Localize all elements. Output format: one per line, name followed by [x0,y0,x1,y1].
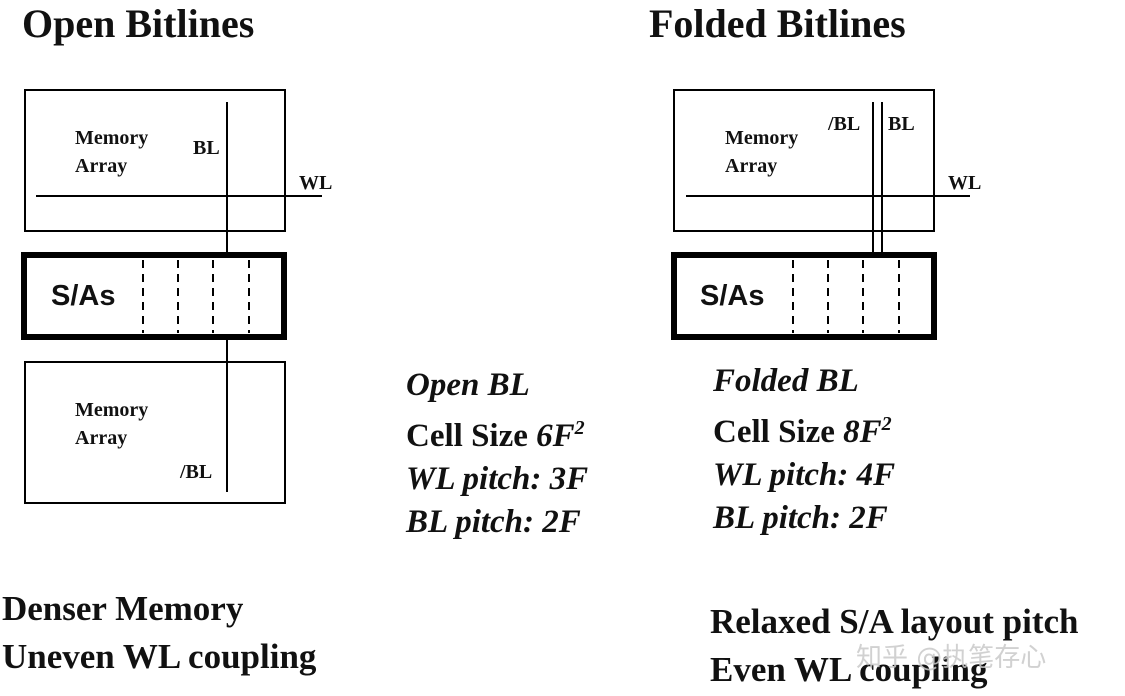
folded-title: Folded Bitlines [649,1,906,46]
folded-sa-box [671,252,937,340]
open-title: Open Bitlines [22,1,255,46]
open-note-2: Uneven WL coupling [2,637,317,676]
open-notes: Denser Memory Uneven WL coupling [2,585,316,681]
open-bl-pitch: BL pitch: 2F [406,504,581,540]
open-lower-array-label: Memory Array [75,399,149,449]
open-upper-array-box [24,89,286,232]
open-wl-label: WL [299,172,333,194]
folded-cell-size: Cell Size 8F2 [713,403,895,454]
open-note-1: Denser Memory [2,589,244,628]
open-cell-size-exp: 2 [574,417,585,439]
open-type: Open BL [406,367,530,403]
open-upper-array-label: Memory Array [75,127,149,177]
folded-wl-label: WL [948,172,982,194]
folded-array-label: Memory Array [725,127,799,177]
open-nbl-label: /BL [180,461,213,483]
folded-bl-pitch: BL pitch: 2F [713,500,888,536]
folded-wl-pitch: WL pitch: 4F [713,457,896,493]
open-cell-size-prefix: Cell Size [406,418,537,454]
folded-cell-size-value: 8F [843,414,882,450]
folded-note-1: Relaxed S/A layout pitch [710,602,1079,641]
folded-cell-size-prefix: Cell Size [713,414,844,450]
folded-type: Folded BL [713,363,859,399]
open-wl-pitch: WL pitch: 3F [406,461,589,497]
open-cell-size-value: 6F [536,418,575,454]
open-sa-box [21,252,287,340]
folded-array-box [673,89,935,232]
watermark: 知乎 @执笔存心 [856,643,1047,673]
folded-cell-size-exp: 2 [881,413,892,435]
folded-sa-label: S/As [700,280,765,312]
open-cell-size: Cell Size 6F2 [406,407,588,458]
open-lower-array-box [24,361,286,504]
folded-notes: Relaxed S/A layout pitch Even WL couplin… [710,598,1079,694]
folded-note-2: Even WL coupling [710,650,988,689]
open-specs: Open BL Cell Size 6F2 WL pitch: 3F BL pi… [406,364,588,544]
folded-bl-label: BL [888,113,915,135]
open-bl-label: BL [193,137,220,159]
folded-nbl-label: /BL [828,113,861,135]
folded-specs: Folded BL Cell Size 8F2 WL pitch: 4F BL … [713,360,895,540]
open-sa-label: S/As [51,280,116,312]
